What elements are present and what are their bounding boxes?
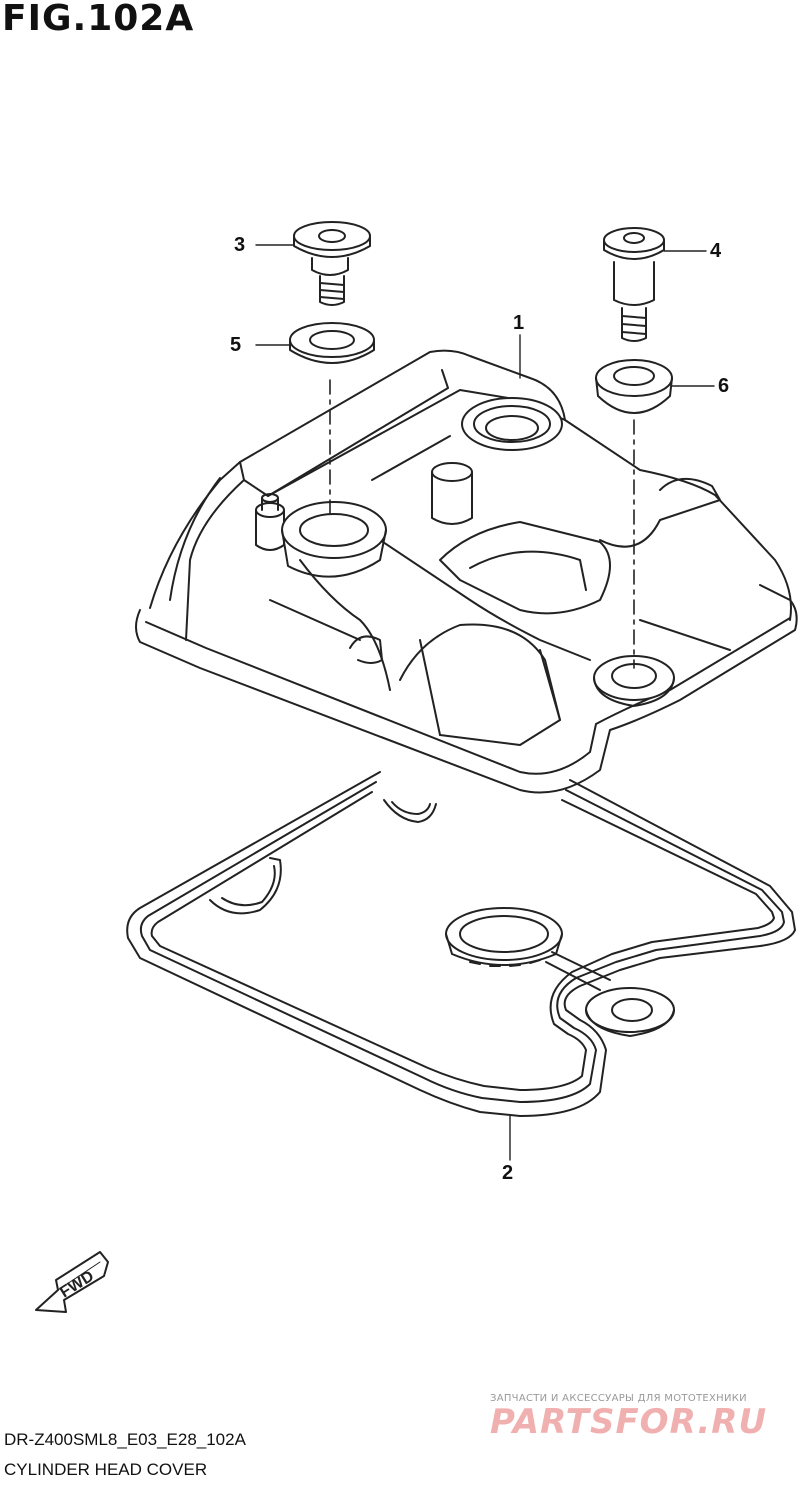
part-2-gasket[interactable] [126, 771, 796, 1117]
watermark-tagline: ЗАПЧАСТИ И АКСЕССУАРЫ ДЛЯ МОТОТЕХНИКИ [490, 1393, 747, 1404]
part-1-cylinder-head-cover[interactable] [135, 349, 798, 794]
part-4-bolt[interactable] [603, 227, 665, 342]
watermark-brand: PARTSFOR.RU [490, 1402, 768, 1442]
part-6-grommet[interactable] [595, 359, 673, 414]
figure-code: DR-Z400SML8_E03_E28_102A [4, 1430, 246, 1449]
part-3-bolt[interactable] [293, 221, 371, 306]
callout-6[interactable]: 6 [718, 375, 730, 397]
callout-3[interactable]: 3 [234, 234, 246, 256]
leader-lines [255, 244, 715, 1161]
fwd-arrow-icon: FWD [35, 1251, 109, 1313]
callout-5[interactable]: 5 [230, 334, 242, 356]
alignment-lines [329, 379, 635, 669]
figure-description: CYLINDER HEAD COVER [4, 1460, 208, 1479]
part-5-washer[interactable] [289, 322, 375, 364]
callout-2[interactable]: 2 [502, 1162, 514, 1184]
callout-1[interactable]: 1 [513, 312, 525, 334]
figure-title: FIG.102A [2, 0, 195, 39]
callout-4[interactable]: 4 [710, 240, 722, 262]
